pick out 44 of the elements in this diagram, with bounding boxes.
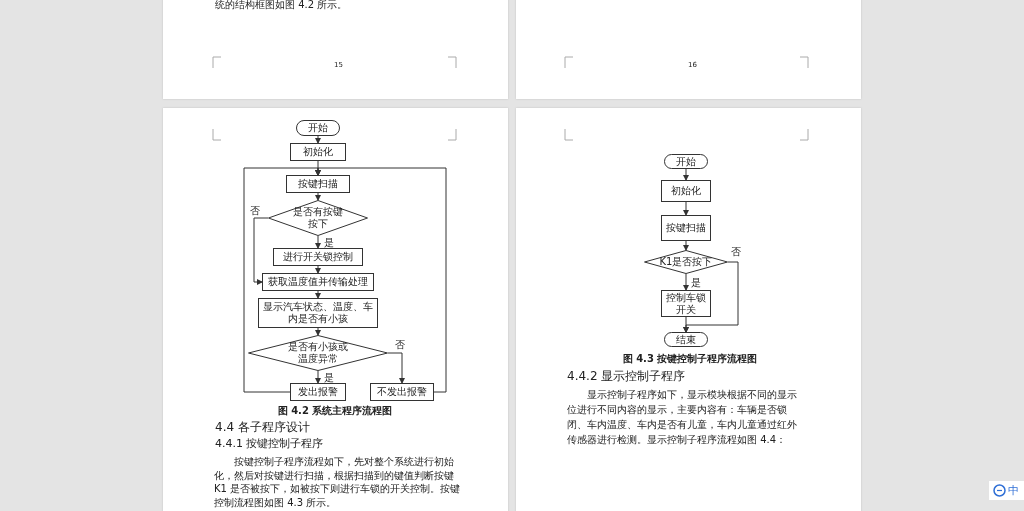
arrow bbox=[253, 217, 269, 285]
figure-caption: 图 4.2 系统主程序流程图 bbox=[276, 405, 394, 417]
edge-label: 是 bbox=[323, 372, 335, 383]
arrow bbox=[315, 135, 321, 144]
edge-label: 否 bbox=[730, 246, 742, 257]
arrow bbox=[683, 240, 689, 251]
input-method-label: 中 bbox=[1008, 484, 1019, 497]
process-box: 显示汽车状态、温度、车内是否有小孩 bbox=[258, 298, 378, 328]
figure-caption: 图 4.3 按键控制子程序流程图 bbox=[621, 353, 759, 365]
arrow bbox=[315, 370, 321, 384]
arrow bbox=[683, 201, 689, 216]
body-text: 统的结构框图如图 4.2 所示。 bbox=[215, 0, 348, 10]
process-box: 获取温度值并传输处理 bbox=[262, 273, 374, 291]
subsection-heading: 4.4.1 按键控制子程序 bbox=[215, 437, 324, 451]
decision-diamond: K1是否按下 bbox=[644, 250, 728, 274]
arrow bbox=[683, 273, 689, 291]
arrow bbox=[683, 316, 689, 333]
edge-label: 是 bbox=[323, 237, 335, 248]
process-box: 控制车锁开关 bbox=[661, 290, 711, 317]
edge-label: 是 bbox=[690, 277, 702, 288]
edge-label: 否 bbox=[249, 205, 261, 216]
arrow bbox=[243, 167, 321, 393]
decision-diamond: 是否有按键按下 bbox=[268, 200, 368, 236]
arrow bbox=[315, 167, 447, 393]
arrow bbox=[315, 265, 321, 274]
process-box: 按键扫描 bbox=[286, 175, 350, 193]
arrow bbox=[315, 235, 321, 249]
edge-label: 否 bbox=[394, 339, 406, 350]
arrow bbox=[683, 168, 689, 181]
paragraph: 按键控制子程序流程如下，先对整个系统进行初始化，然后对按键进行扫描，根据扫描到的键值判断按键 K1 是否被按下，如被按下则进行车锁的开关控制。按键控制流程图如图 4.3 所示。 bbox=[214, 455, 462, 509]
section-heading: 4.4 各子程序设计 bbox=[215, 420, 310, 434]
process-box: 初始化 bbox=[661, 180, 711, 202]
arrow bbox=[315, 192, 321, 201]
arrow bbox=[387, 352, 405, 384]
paragraph: 显示控制子程序如下，显示模块根据不同的显示位进行不同内容的显示，主要内容有：车辆是否锁闭、车内温度、车内是否有儿童，车内儿童通过红外传感器进行检测。显示控制子程序流程如图 4.4： bbox=[567, 388, 798, 447]
subsection-heading: 4.4.2 显示控制子程序 bbox=[567, 369, 686, 383]
decision-diamond: 是否有小孩或温度异常 bbox=[248, 335, 388, 371]
process-box: 初始化 bbox=[290, 143, 346, 161]
process-box: 发出报警 bbox=[290, 383, 346, 401]
process-box: 不发出报警 bbox=[370, 383, 434, 401]
arrow bbox=[315, 327, 321, 336]
arrow bbox=[315, 290, 321, 299]
process-box: 按键扫描 bbox=[661, 215, 711, 241]
process-box: 进行开关锁控制 bbox=[273, 248, 363, 266]
